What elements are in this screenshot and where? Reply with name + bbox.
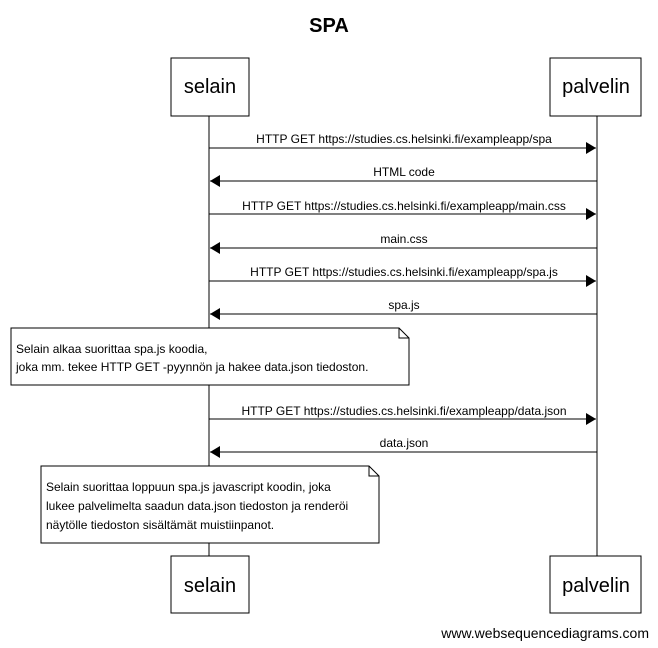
note-line: näytölle tiedoston sisältämät muistiinpa… — [46, 518, 274, 532]
message-8: data.json — [210, 436, 597, 458]
participant-top-palvelin: palvelin — [549, 57, 642, 117]
message-4: main.css — [210, 232, 597, 254]
message-label: HTTP GET https://studies.cs.helsinki.fi/… — [256, 132, 552, 146]
message-label: main.css — [380, 232, 427, 246]
participant-bottom-selain: selain — [170, 555, 250, 614]
note-line: Selain suorittaa loppuun spa.js javascri… — [46, 480, 331, 494]
message-1: HTTP GET https://studies.cs.helsinki.fi/… — [209, 132, 596, 154]
participant-label: selain — [184, 76, 236, 98]
participant-bottom-palvelin: palvelin — [549, 555, 642, 614]
message-label: HTTP GET https://studies.cs.helsinki.fi/… — [241, 404, 566, 418]
participant-top-selain: selain — [170, 57, 250, 117]
note-line: lukee palvelimelta saadun data.json tied… — [46, 499, 348, 513]
participant-label: selain — [184, 575, 236, 597]
message-label: HTML code — [373, 165, 435, 179]
message-label: HTTP GET https://studies.cs.helsinki.fi/… — [250, 265, 558, 279]
message-7: HTTP GET https://studies.cs.helsinki.fi/… — [209, 404, 596, 425]
message-2: HTML code — [210, 165, 597, 187]
footer-watermark: www.websequencediagrams.com — [440, 625, 649, 641]
diagram-title: SPA — [309, 15, 349, 37]
note-1: Selain alkaa suorittaa spa.js koodia, jo… — [10, 327, 410, 386]
message-label: HTTP GET https://studies.cs.helsinki.fi/… — [242, 199, 566, 213]
message-5: HTTP GET https://studies.cs.helsinki.fi/… — [209, 265, 596, 287]
note-line: Selain alkaa suorittaa spa.js koodia, — [16, 342, 207, 356]
message-label: spa.js — [388, 298, 419, 312]
participant-label: palvelin — [562, 575, 630, 597]
note-line: joka mm. tekee HTTP GET -pyynnön ja hake… — [15, 360, 368, 374]
participant-label: palvelin — [562, 76, 630, 98]
message-6: spa.js — [210, 298, 597, 320]
note-2: Selain suorittaa loppuun spa.js javascri… — [40, 465, 380, 544]
message-3: HTTP GET https://studies.cs.helsinki.fi/… — [209, 199, 596, 220]
message-label: data.json — [380, 436, 429, 450]
